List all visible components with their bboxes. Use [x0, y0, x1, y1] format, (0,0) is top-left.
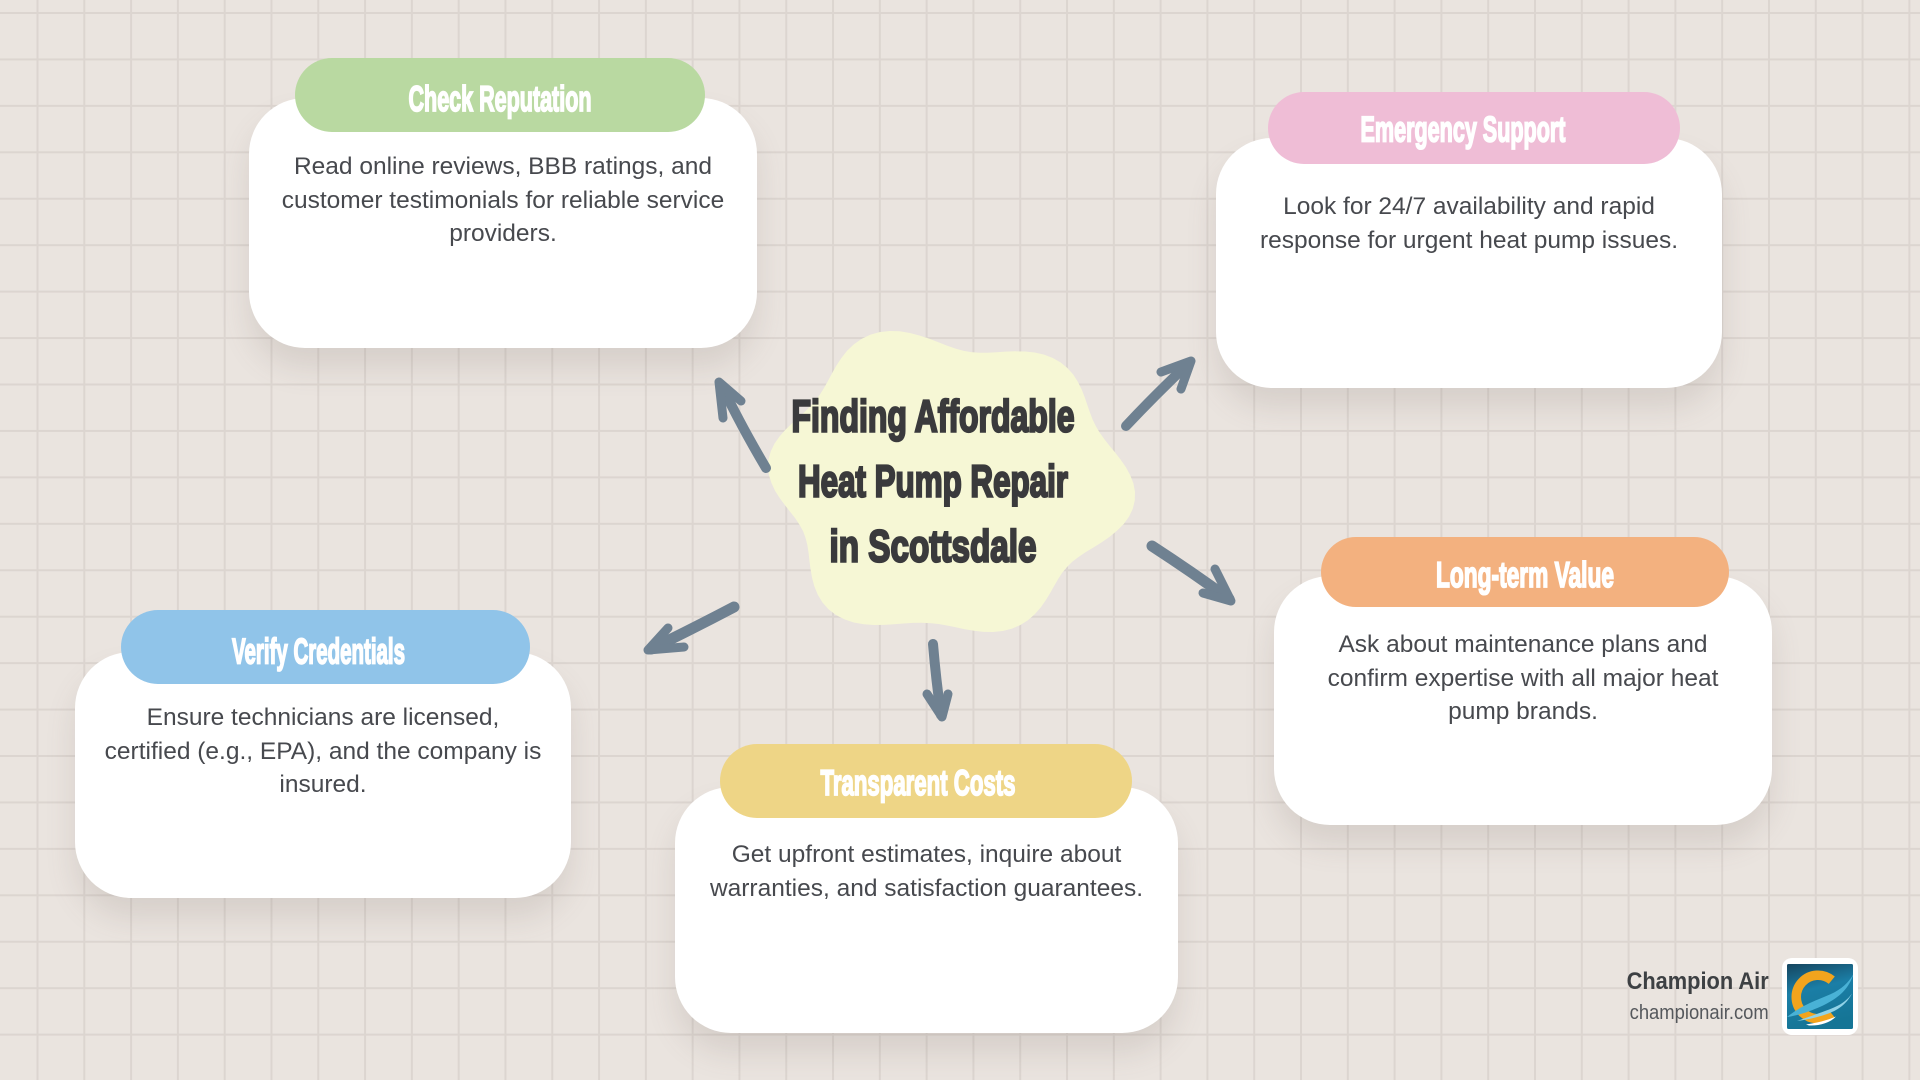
svg-text:Heat Pump Repair: Heat Pump Repair — [798, 456, 1068, 507]
svg-text:in Scottsdale: in Scottsdale — [830, 521, 1037, 572]
svg-text:Transparent Costs: Transparent Costs — [821, 762, 1016, 803]
svg-text:Emergency Support: Emergency Support — [1361, 109, 1566, 150]
svg-text:Finding Affordable: Finding Affordable — [792, 391, 1075, 442]
svg-text:Check Reputation: Check Reputation — [409, 78, 592, 119]
svg-text:Long-term Value: Long-term Value — [1436, 554, 1614, 595]
svg-text:Verify Credentials: Verify Credentials — [232, 631, 405, 672]
